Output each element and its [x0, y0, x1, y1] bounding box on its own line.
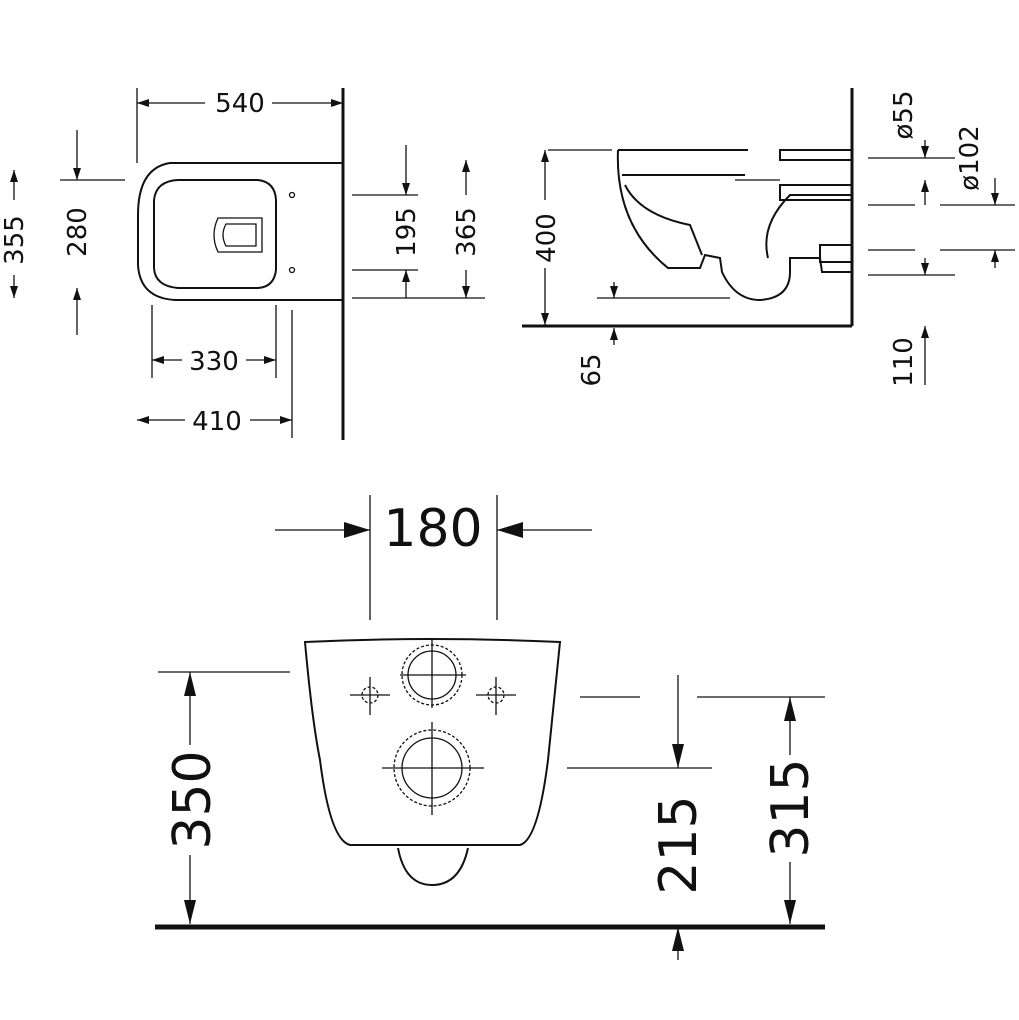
dim-355: 355: [0, 215, 30, 265]
top-view: 540 355 280 330 410: [0, 88, 485, 440]
dim-dia-55: ø55: [889, 91, 919, 140]
dim-dia-102: ø102: [955, 125, 985, 191]
fixing-right: [476, 677, 516, 715]
outlet-bowl: [397, 847, 469, 887]
dim-400: 400: [532, 213, 562, 263]
bowl-outline: [137, 162, 343, 301]
dim-410: 410: [192, 407, 242, 437]
dim-540: 540: [215, 89, 265, 119]
dim-330: 330: [189, 347, 239, 377]
dim-215: 215: [649, 795, 709, 894]
toilet-back-outline: [303, 638, 562, 846]
dim-280: 280: [63, 207, 93, 257]
dim-180: 180: [383, 499, 482, 559]
dim-65: 65: [577, 353, 607, 386]
dim-315: 315: [761, 758, 821, 857]
side-view: 400 65 ø55 ø102 110: [522, 88, 1015, 387]
fixing-hole: [288, 191, 296, 199]
fixing-hole: [288, 266, 296, 274]
outlet-shape: [213, 217, 263, 253]
fixing-left: [350, 677, 390, 715]
toilet-profile: [616, 149, 852, 302]
dim-110: 110: [889, 337, 919, 387]
front-view: 180 350 215 315: [155, 495, 825, 960]
dim-350: 350: [163, 750, 223, 849]
dim-195: 195: [392, 207, 422, 257]
seat-outline: [153, 179, 277, 289]
dim-365: 365: [452, 207, 482, 257]
